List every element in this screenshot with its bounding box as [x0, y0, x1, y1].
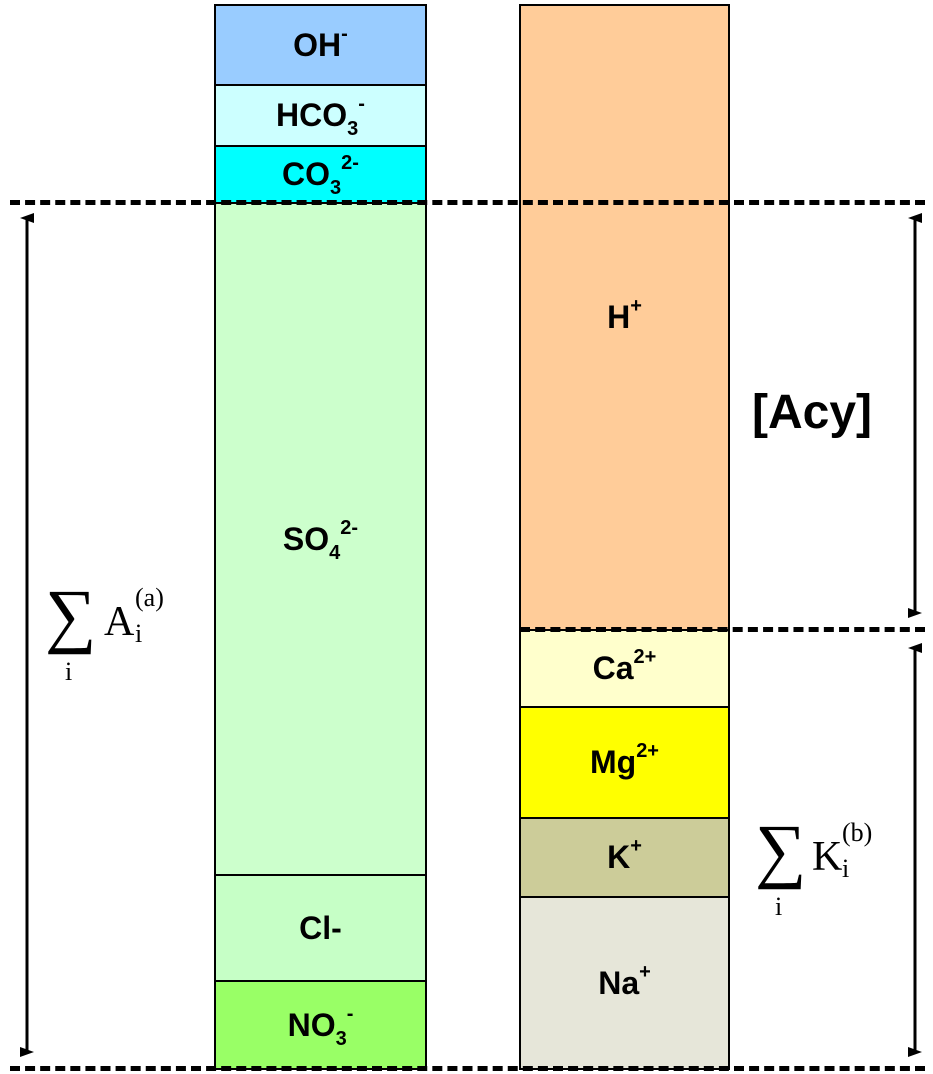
sigma-symbol: ∑ — [45, 575, 97, 655]
sum-superscript: (b) — [842, 818, 873, 847]
sum-symbol: K — [812, 834, 843, 880]
anion-segment: Cl- — [214, 874, 427, 982]
acy-label: [Acy] — [752, 386, 873, 439]
sum-symbol: A — [104, 599, 135, 645]
sum-index: i — [775, 892, 783, 921]
sum-subscript: i — [842, 854, 850, 883]
anion-label: CO32- — [282, 152, 359, 199]
dashed-line-top — [10, 200, 925, 205]
cation-segment: H+ — [519, 4, 730, 631]
sum-superscript: (a) — [135, 583, 164, 612]
cation-segment: Mg2+ — [519, 706, 730, 819]
cation-label: Ca2+ — [592, 646, 657, 686]
anion-segment: HCO3- — [214, 84, 427, 147]
sigma-symbol: ∑ — [755, 810, 807, 890]
dashed-line-middle — [520, 627, 925, 632]
anion-label: SO42- — [282, 516, 359, 564]
anion-label: Cl- — [299, 909, 342, 946]
sum-subscript: i — [135, 619, 143, 648]
cation-sum-formula: ∑ i K i (b) — [750, 810, 920, 930]
cation-label: K+ — [607, 835, 642, 875]
cation-label: Na+ — [598, 960, 651, 1001]
anion-label: NO3- — [287, 1002, 354, 1050]
anion-segment: NO3- — [214, 980, 427, 1070]
dashed-line-bottom — [10, 1066, 925, 1071]
anion-segment: CO32- — [214, 145, 427, 204]
cation-label: Mg2+ — [589, 740, 659, 780]
anion-segment: OH- — [214, 4, 427, 86]
sum-index: i — [65, 657, 73, 686]
anion-label: OH- — [293, 22, 348, 63]
anion-sum-formula: ∑ i A i (a) — [40, 575, 210, 695]
anion-label: HCO3- — [276, 93, 365, 140]
cation-label: H+ — [607, 295, 642, 335]
